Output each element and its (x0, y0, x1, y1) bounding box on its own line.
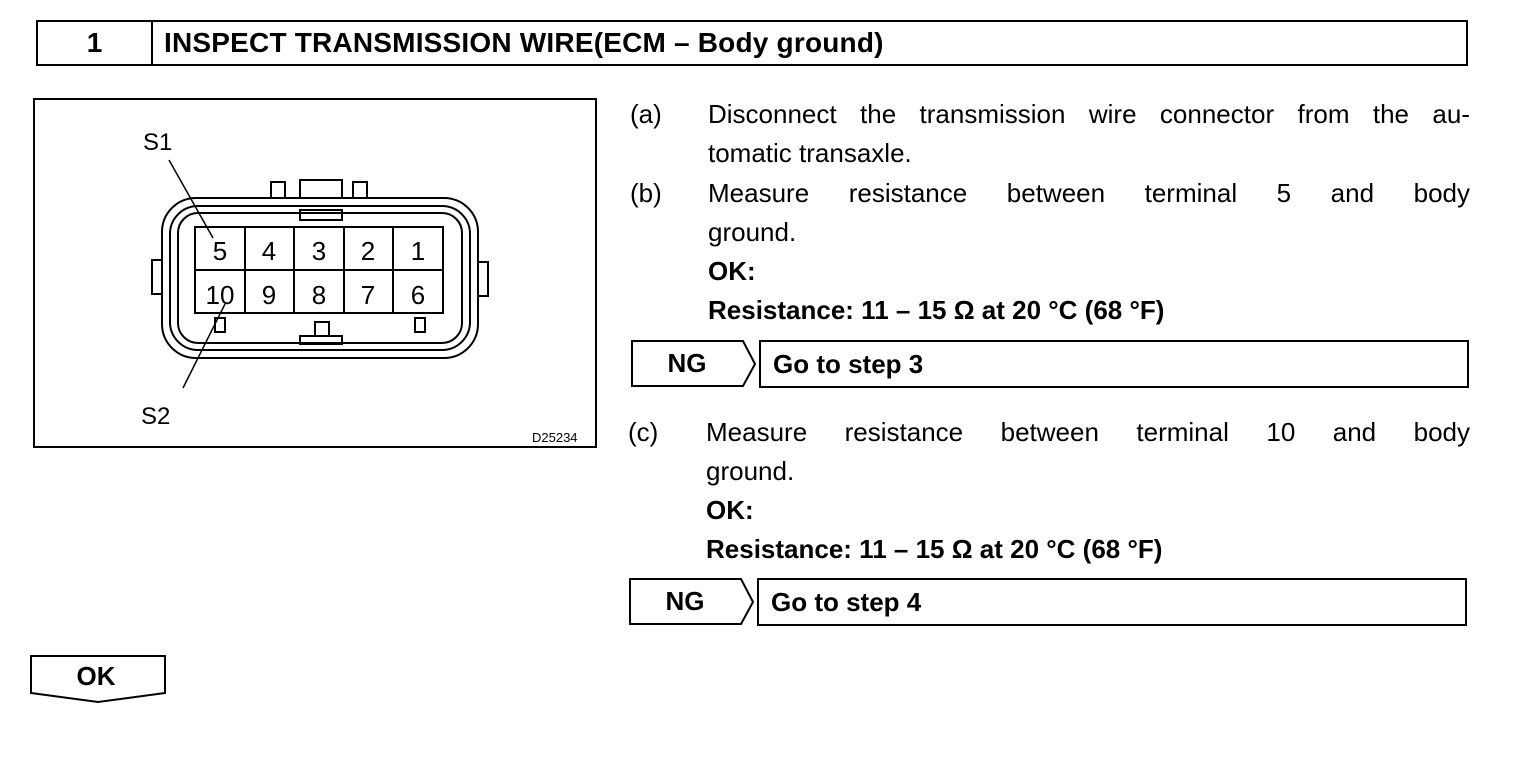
resistance-spec: Resistance: 11 – 15 Ω at 20 °C (68 °F) (706, 534, 1163, 564)
label-s1: S1 (143, 129, 172, 156)
instruction-text: ground. (708, 217, 797, 247)
ng-arrow-icon (631, 340, 757, 387)
pin-9: 9 (262, 280, 276, 310)
step-number: 1 (38, 22, 153, 64)
label-s2: S2 (141, 403, 170, 430)
instruction-c: (c) Measure resistance between terminal … (628, 413, 1470, 573)
pin-4: 4 (262, 236, 276, 266)
ok-criteria-label: OK: (706, 495, 754, 525)
ng-branch-step-4: NG Go to step 4 (629, 578, 1467, 628)
connector-figure: 5 4 3 2 1 10 9 8 7 6 S1 S2 D25234 (33, 98, 597, 448)
ok-button-label: OK (76, 661, 116, 691)
ng-label: NG (667, 347, 707, 378)
pin-7: 7 (361, 280, 375, 310)
ok-arrow-icon (30, 655, 166, 704)
pin-6: 6 (411, 280, 425, 310)
figure-code: D25234 (532, 430, 578, 445)
connector-diagram: 5 4 3 2 1 10 9 8 7 6 S1 S2 D25234 (141, 129, 578, 445)
item-tag: (b) (630, 178, 662, 208)
item-tag: (a) (630, 99, 662, 129)
ok-criteria-label: OK: (708, 256, 756, 286)
ng-branch-step-3: NG Go to step 3 (631, 340, 1469, 390)
ok-button[interactable]: OK (30, 655, 168, 705)
pin-8: 8 (312, 280, 326, 310)
ng-arrow-icon (629, 578, 755, 625)
instruction-text: Measure resistance between terminal 5 an… (708, 178, 1470, 208)
instruction-text: ground. (706, 456, 795, 486)
pin-5: 5 (213, 236, 227, 266)
pin-2: 2 (361, 236, 375, 266)
pin-1: 1 (411, 236, 425, 266)
ng-label: NG (665, 585, 705, 616)
resistance-spec: Resistance: 11 – 15 Ω at 20 °C (68 °F) (708, 295, 1165, 325)
go-to-step-3-link[interactable]: Go to step 3 (759, 340, 1469, 388)
instruction-a: (a) Disconnect the transmission wire con… (630, 95, 1470, 175)
instruction-text: Disconnect the transmission wire connect… (708, 99, 1470, 129)
instruction-text: Measure resistance between terminal 10 a… (706, 417, 1470, 447)
item-tag: (c) (628, 417, 659, 447)
step-title: INSPECT TRANSMISSION WIRE(ECM – Body gro… (164, 27, 884, 58)
step-header: 1 INSPECT TRANSMISSION WIRE(ECM – Body g… (36, 20, 1468, 66)
pin-10: 10 (206, 280, 235, 310)
go-to-step-4-link[interactable]: Go to step 4 (757, 578, 1467, 626)
instruction-text: tomatic transaxle. (708, 138, 912, 168)
pin-3: 3 (312, 236, 326, 266)
instruction-b: (b) Measure resistance between terminal … (630, 174, 1470, 334)
